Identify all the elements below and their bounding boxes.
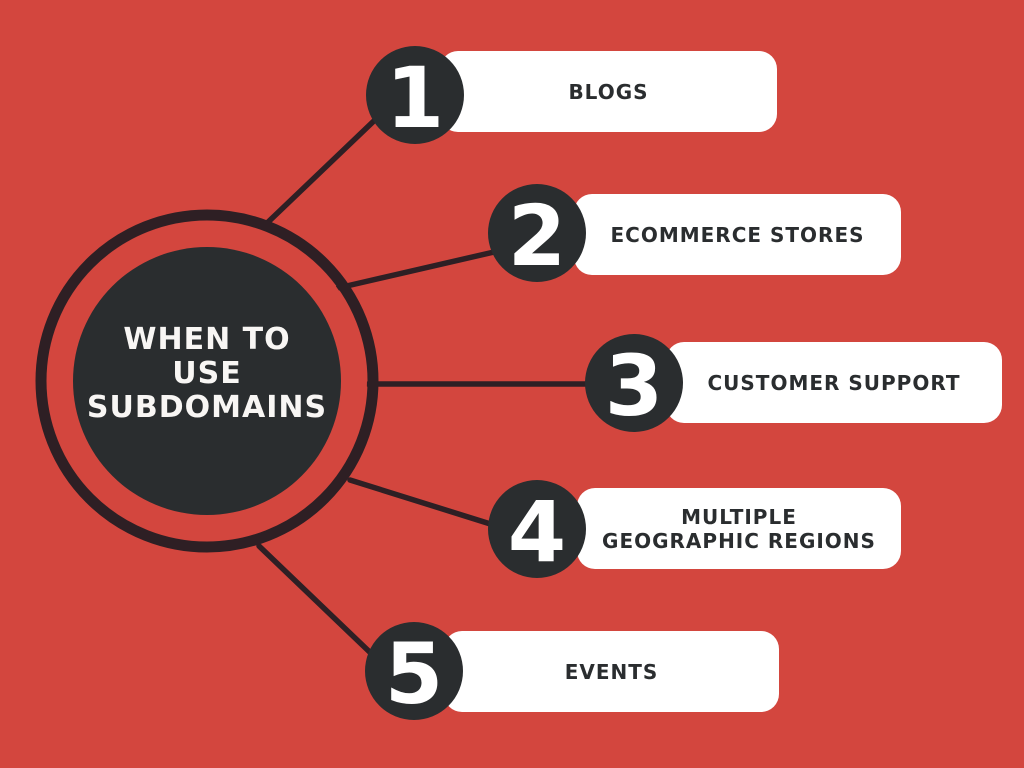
label-text: EVENTS xyxy=(564,659,659,684)
label-bar-events: EVENTS xyxy=(444,631,779,712)
hub-title: WHEN TO USE SUBDOMAINS xyxy=(86,322,328,425)
label-bar-ecommerce-stores: ECOMMERCE STORES xyxy=(574,194,901,275)
number-circle-4: 4 xyxy=(488,480,586,578)
number-text: 4 xyxy=(507,483,567,581)
connector-line-2 xyxy=(335,246,510,291)
number-text: 1 xyxy=(385,49,445,147)
label-bar-customer-support: CUSTOMER SUPPORT xyxy=(666,342,1002,423)
number-circle-3: 3 xyxy=(585,334,683,432)
label-text: MULTIPLE GEOGRAPHIC REGIONS xyxy=(602,504,876,553)
label-text: ECOMMERCE STORES xyxy=(610,222,865,247)
label-bar-multiple-geographic-regions: MULTIPLE GEOGRAPHIC REGIONS xyxy=(577,488,901,569)
number-text: 5 xyxy=(384,625,444,723)
label-text: CUSTOMER SUPPORT xyxy=(707,370,961,395)
number-circle-5: 5 xyxy=(365,622,463,720)
hub-outer-ring xyxy=(35,209,379,553)
number-circle-1: 1 xyxy=(366,46,464,144)
number-text: 2 xyxy=(507,187,567,285)
number-circle-2: 2 xyxy=(488,184,586,282)
label-bar-blogs: BLOGS xyxy=(440,51,777,132)
number-text: 3 xyxy=(604,337,664,435)
hub-inner-circle xyxy=(73,247,341,515)
label-text: BLOGS xyxy=(568,79,649,104)
